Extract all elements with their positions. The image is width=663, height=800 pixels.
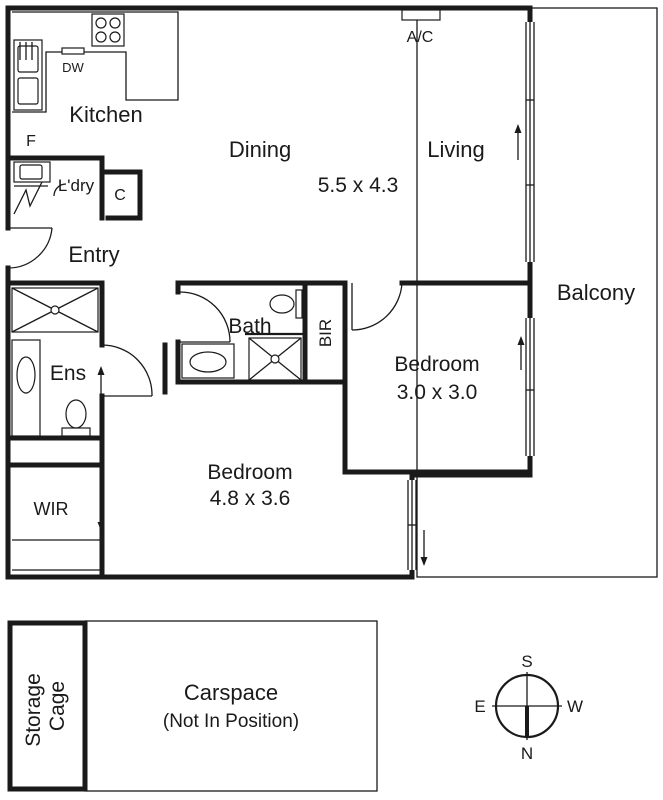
- bedroom1-sliding-door: [407, 480, 417, 570]
- storage-label-line1: Storage: [22, 673, 45, 747]
- wir-label: WIR: [34, 499, 69, 519]
- carspace-outline: [84, 620, 378, 792]
- bedroom2-sliding-door: [525, 318, 535, 456]
- slide-arrow-bedroom1: [420, 530, 428, 566]
- slide-arrow-bedroom2: [517, 336, 525, 370]
- kitchen-sink-icon: [13, 39, 43, 111]
- dishwasher-label: DW: [62, 60, 84, 75]
- ensuite-label: Ens: [50, 362, 86, 385]
- laundry-door: [53, 183, 67, 197]
- living-sliding-door: [525, 22, 535, 262]
- ensuite-toilet-icon: [61, 399, 91, 437]
- compass-icon: [492, 672, 562, 740]
- carspace-note: (Not In Position): [163, 711, 299, 732]
- ensuite-vanity-icon: [11, 339, 41, 437]
- balcony-outline: [416, 7, 658, 578]
- storage-cage-outline: [7, 620, 88, 792]
- cupboard-label: C: [114, 187, 126, 204]
- bir-label: BIR: [316, 319, 335, 347]
- slide-arrow-living: [514, 124, 522, 160]
- bedroom2-wall: [342, 280, 533, 475]
- ensuite-shower-icon: [11, 287, 99, 333]
- laundry-tub-icon: [13, 161, 51, 215]
- kitchen-label: Kitchen: [69, 102, 142, 127]
- fridge-label: F: [26, 133, 36, 150]
- entry-door: [7, 227, 53, 269]
- bedroom2-door: [351, 282, 403, 331]
- bath-label: Bath: [228, 315, 271, 338]
- bath-shower-icon: [248, 337, 302, 381]
- compass-west: W: [567, 697, 583, 716]
- living-label: Living: [427, 137, 484, 162]
- laundry-wall: [5, 155, 143, 221]
- wir-rail: [12, 539, 102, 571]
- dishwasher-icon: [61, 47, 85, 55]
- bath-door: [179, 291, 231, 343]
- entry-label: Entry: [68, 242, 119, 267]
- compass-east: E: [474, 697, 485, 716]
- living-size-label: 5.5 x 4.3: [318, 174, 399, 197]
- bath-vanity-icon: [181, 343, 235, 379]
- aircon-unit-icon: [401, 9, 441, 21]
- compass-north: N: [521, 744, 533, 763]
- bath-wall: [162, 280, 348, 395]
- ensuite-door: [101, 344, 153, 397]
- cooktop-icon: [91, 13, 125, 47]
- storage-label-line2: Cage: [46, 681, 69, 731]
- bedroom2-size-label: 3.0 x 3.0: [397, 381, 478, 404]
- dining-label: Dining: [229, 137, 291, 162]
- ensuite-wall: [5, 280, 105, 580]
- bedroom1-label: Bedroom: [207, 461, 292, 484]
- kitchen-bench: [12, 11, 179, 113]
- laundry-label: L'dry: [58, 176, 95, 195]
- bedroom1-size-label: 4.8 x 3.6: [210, 487, 291, 510]
- compass-south: S: [521, 652, 532, 671]
- bath-toilet-icon: [269, 289, 303, 319]
- carspace-label: Carspace: [184, 680, 278, 705]
- aircon-label: A/C: [407, 29, 434, 46]
- bedroom2-label: Bedroom: [394, 353, 479, 376]
- balcony-label: Balcony: [557, 280, 635, 305]
